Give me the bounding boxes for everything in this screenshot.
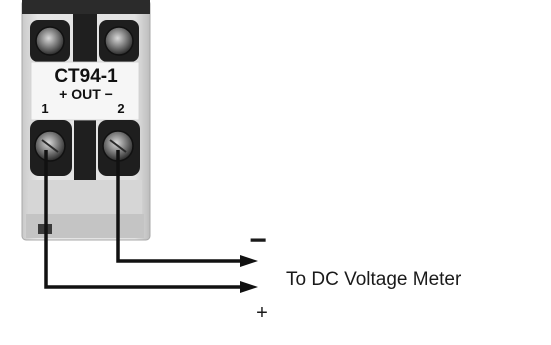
top-left-screw-icon [35,26,65,56]
terminal-1-screw-slot [41,139,59,153]
positive-wire [44,150,244,289]
positive-arrow-icon [240,281,258,293]
out-label: + OUT − [59,86,113,102]
terminal-2-screw-slot [109,139,127,153]
label-plate [30,61,140,121]
plus-label: + [256,302,268,324]
module-top-band [22,0,150,14]
center-divider [73,14,97,66]
terminal-1-label: 1 [41,101,48,116]
ct94-module: CT94-1 + OUT − 1 2 [21,0,151,241]
destination-label: To DC Voltage Meter [286,269,462,290]
model-label: CT94-1 [54,66,118,87]
top-right-screw-icon [104,26,134,56]
center-divider-lower [74,118,96,182]
negative-wire [116,150,244,263]
minus-label: − [249,224,267,257]
negative-arrow-icon [240,255,258,267]
wiring [44,150,244,289]
terminal-2-label: 2 [117,101,124,116]
